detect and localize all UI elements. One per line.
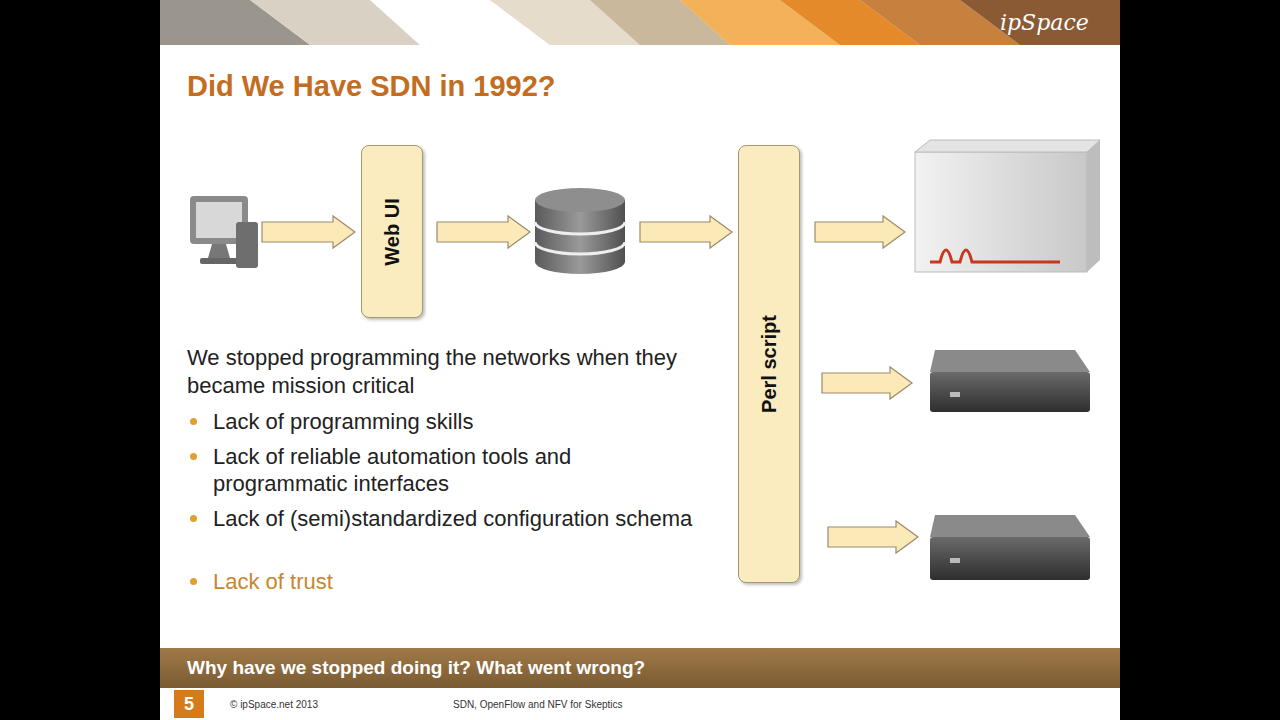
block-arrow xyxy=(640,216,732,248)
block-arrow xyxy=(262,216,355,248)
footer-text: © ipSpace.net 2013 xyxy=(230,699,318,710)
block-arrow xyxy=(828,521,918,553)
footer-text: SDN, OpenFlow and NFV for Skeptics xyxy=(453,699,623,710)
bullet-dot xyxy=(190,578,197,585)
logo: ipSpace xyxy=(1000,10,1089,35)
box-label: Web UI xyxy=(381,198,404,265)
process-box: Perl script xyxy=(738,145,800,583)
band-text: Why have we stopped doing it? What went … xyxy=(187,657,645,679)
block-arrow xyxy=(815,216,905,248)
bullet-text: Lack of trust xyxy=(213,568,693,595)
slide-title: Did We Have SDN in 1992? xyxy=(187,70,556,103)
process-box: Web UI xyxy=(361,145,423,318)
caption-band: Why have we stopped doing it? What went … xyxy=(160,648,1120,688)
block-arrow xyxy=(822,367,912,399)
page-number-text: 5 xyxy=(174,694,204,715)
page-number: 5 xyxy=(174,690,204,718)
slide: Did We Have SDN in 1992? Web UI Perl scrip… xyxy=(160,0,1120,720)
block-arrow xyxy=(437,216,530,248)
box-label: Perl script xyxy=(758,315,781,413)
bullet-dot xyxy=(190,515,197,522)
bullet-text: Lack of programming skills xyxy=(213,408,693,435)
bullet-dot xyxy=(190,418,197,425)
bullet-text: Lack of reliable automation tools and pr… xyxy=(213,443,693,497)
bullet-text: Lack of (semi)standardized configuration… xyxy=(213,505,693,532)
body-text: We stopped programming the networks when… xyxy=(187,344,707,400)
bullet-dot xyxy=(190,453,197,460)
